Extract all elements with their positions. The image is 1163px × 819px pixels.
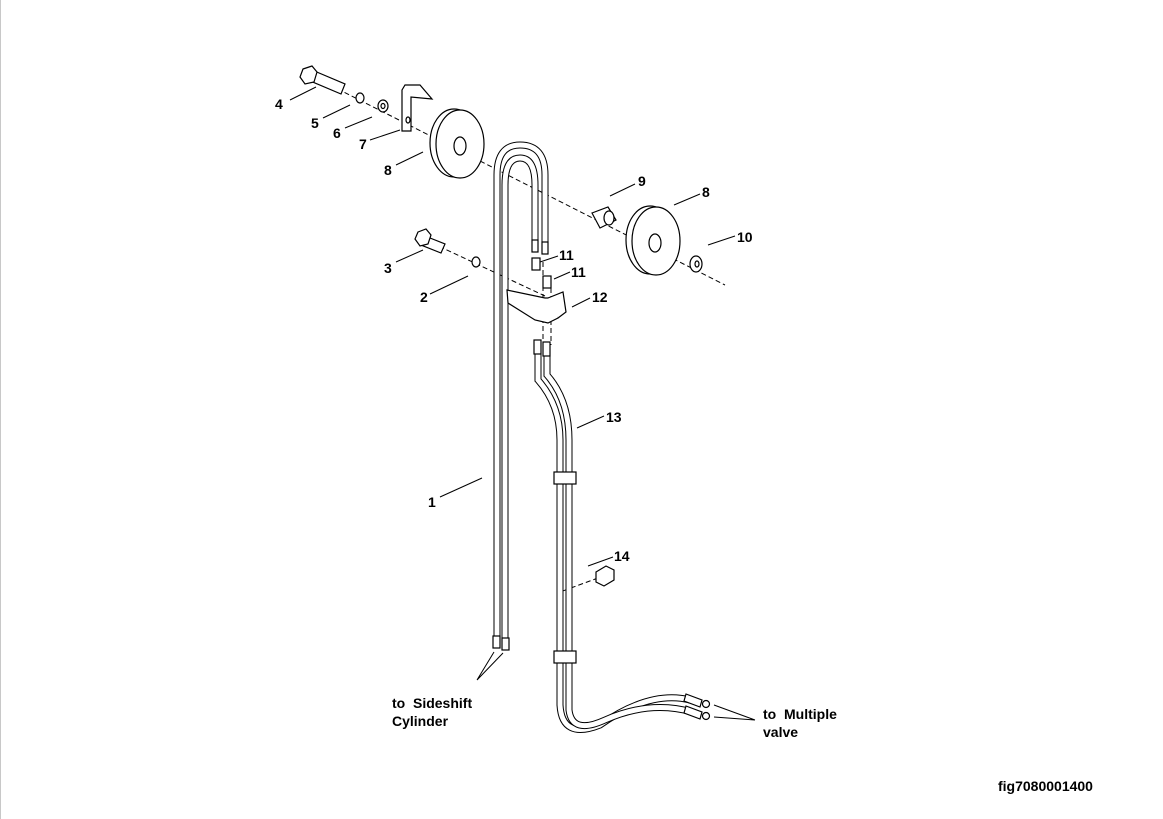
callout-6: 6: [333, 125, 341, 141]
figure-id: fig7080001400: [998, 778, 1093, 794]
fitting-part-11a: [531, 257, 541, 271]
callout-13: 13: [606, 409, 622, 425]
washer-part-6: [377, 99, 389, 113]
callout-1: 1: [428, 494, 436, 510]
callout-5: 5: [311, 115, 319, 131]
bolt-part-4: [299, 65, 346, 95]
lower-bolt-axis: [431, 242, 546, 297]
washer-part-2: [471, 256, 481, 268]
clamp-part-14: [595, 565, 615, 587]
lockwasher-part-5: [355, 92, 365, 104]
callout-7: 7: [359, 136, 367, 152]
spacer-part-9: [591, 206, 617, 229]
hose-part-13: [533, 339, 711, 733]
bracket-part-7: [401, 84, 434, 132]
pulley-part-8-lower: [625, 205, 681, 276]
hose-part-1: [492, 141, 549, 651]
callout-8-upper: 8: [384, 162, 392, 178]
callout-14: 14: [614, 548, 630, 564]
fitting-part-11b: [542, 275, 552, 289]
note-multiple-line2: valve: [763, 724, 798, 740]
note-sideshift-line1: to Sideshift: [392, 695, 472, 711]
note-multiple-line1: to Multiple: [763, 706, 837, 722]
callout-9: 9: [638, 173, 646, 189]
callout-4: 4: [275, 96, 283, 112]
callout-12: 12: [592, 289, 608, 305]
upper-assembly-axis: [315, 77, 726, 286]
callout-8-lower: 8: [702, 184, 710, 200]
callout-11a: 11: [559, 247, 574, 263]
bracket-hole: [405, 116, 411, 124]
bracket-part-12: [506, 289, 567, 324]
leader-lines: [289, 86, 756, 721]
washer-part-10: [689, 255, 703, 273]
callout-2: 2: [420, 289, 428, 305]
bolt-part-3: [414, 228, 446, 254]
callout-11b: 11: [571, 264, 586, 280]
callout-3: 3: [384, 260, 392, 276]
callout-10: 10: [737, 229, 753, 245]
note-sideshift-line2: Cylinder: [392, 713, 449, 729]
pulley-part-8-upper: [429, 108, 485, 179]
